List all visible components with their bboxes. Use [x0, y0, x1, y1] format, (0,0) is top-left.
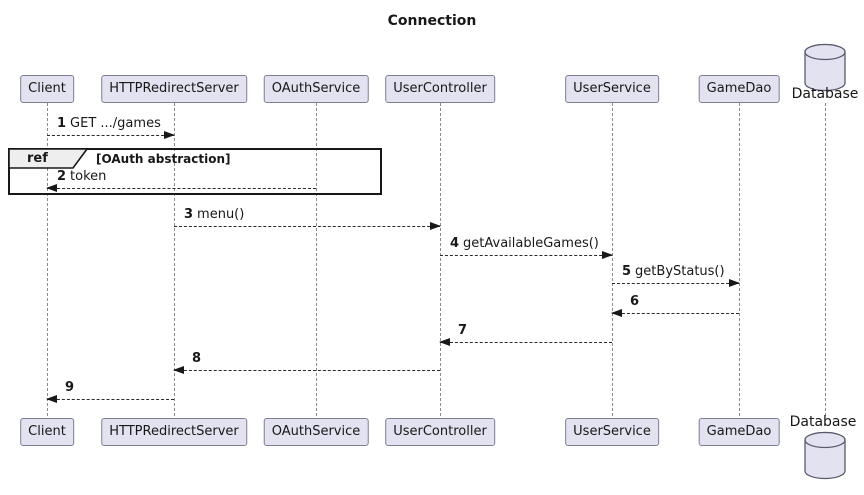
- participant-gamedao-bottom: GameDao: [698, 418, 780, 446]
- ref-pentagon-icon: [8, 148, 89, 169]
- participant-userservice-top: UserService: [565, 75, 659, 103]
- message-8-line: [174, 370, 440, 371]
- message-7-label: 7: [458, 323, 468, 338]
- message-5-line: [612, 283, 739, 284]
- message-9-line: [47, 399, 174, 400]
- message-1-line: [47, 135, 174, 136]
- lifeline-database: [825, 103, 826, 416]
- participant-oauthservice-bottom: OAuthService: [263, 418, 369, 446]
- lifeline-usercontroller: [440, 103, 441, 416]
- database-icon: [804, 43, 846, 92]
- arrow-right-icon: [602, 251, 613, 259]
- message-6-line: [612, 313, 739, 314]
- participant-gamedao-top: GameDao: [698, 75, 780, 103]
- arrow-left-icon: [439, 338, 450, 346]
- participant-httpredirectserver-bottom: HTTPRedirectServer: [101, 418, 247, 446]
- participant-client-bottom: Client: [20, 418, 74, 446]
- message-6-label: 6: [630, 294, 640, 309]
- message-7-line: [440, 342, 612, 343]
- participant-database-top: Database: [791, 86, 859, 102]
- lifeline-userservice: [612, 103, 613, 416]
- arrow-right-icon: [164, 131, 175, 139]
- diagram-title: Connection: [387, 13, 477, 29]
- participant-userservice-bottom: UserService: [565, 418, 659, 446]
- participant-usercontroller-top: UserController: [385, 75, 495, 103]
- ref-fragment: ref [OAuth abstraction]: [8, 148, 382, 195]
- arrow-left-icon: [611, 309, 622, 317]
- lifeline-gamedao: [739, 103, 740, 416]
- ref-keyword: ref: [27, 151, 48, 166]
- lifeline-client: [47, 103, 48, 416]
- arrow-left-icon: [46, 395, 57, 403]
- message-4-line: [440, 255, 612, 256]
- database-icon: [804, 431, 846, 480]
- lifeline-oauthservice: [316, 103, 317, 416]
- message-8-label: 8: [192, 351, 202, 366]
- arrow-right-icon: [430, 222, 441, 230]
- participant-client-top: Client: [20, 75, 74, 103]
- participant-oauthservice-top: OAuthService: [263, 75, 369, 103]
- participant-httpredirectserver-top: HTTPRedirectServer: [101, 75, 247, 103]
- message-2-line: [47, 188, 316, 189]
- message-9-label: 9: [65, 380, 75, 395]
- participant-database-bottom: Database: [789, 414, 857, 430]
- arrow-right-icon: [729, 279, 740, 287]
- arrow-left-icon: [46, 184, 57, 192]
- lifeline-httpredirectserver: [174, 103, 175, 416]
- message-3-line: [174, 226, 440, 227]
- arrow-left-icon: [173, 366, 184, 374]
- ref-condition: [OAuth abstraction]: [96, 152, 231, 166]
- participant-usercontroller-bottom: UserController: [385, 418, 495, 446]
